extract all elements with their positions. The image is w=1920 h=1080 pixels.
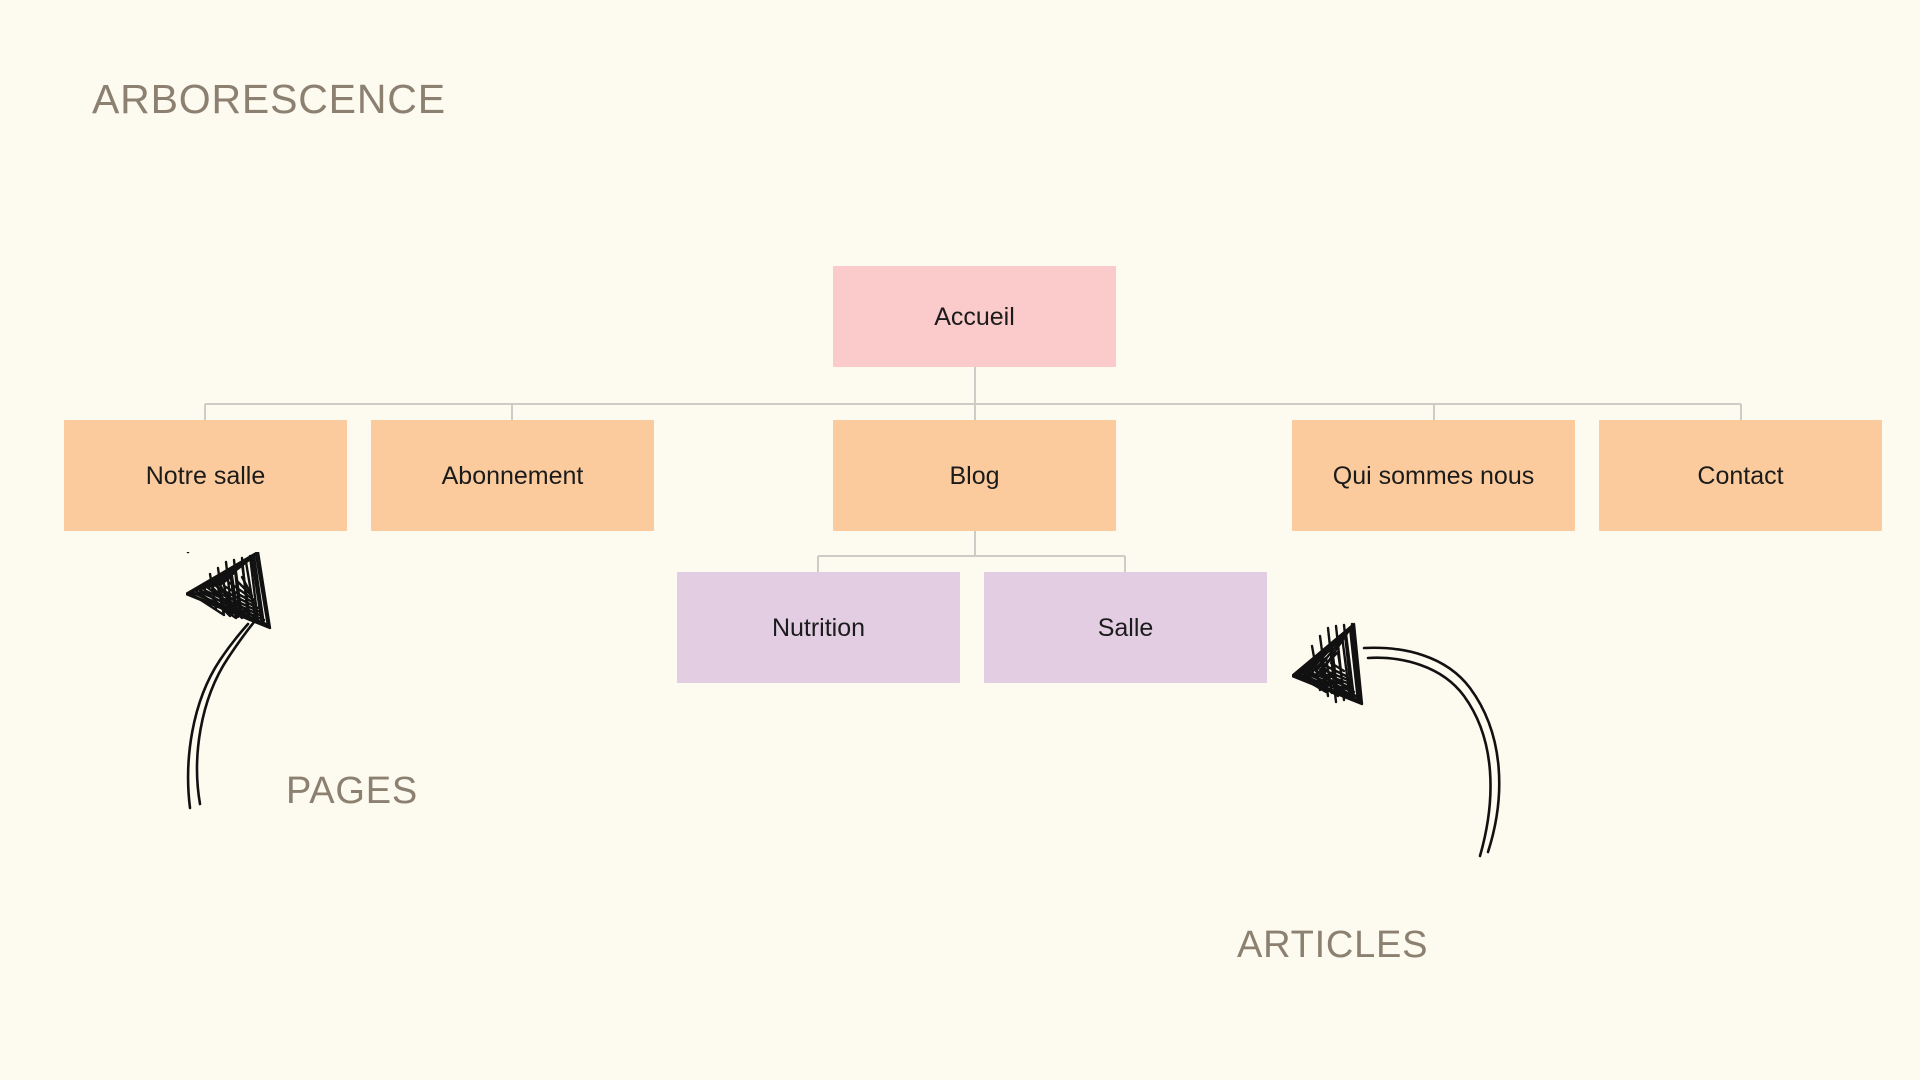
annotation-label-pages: PAGES [286,770,418,812]
tree-node-label: Contact [1697,461,1784,490]
tree-node-blog[interactable]: Blog [833,420,1116,531]
annotation-label-articles: ARTICLES [1237,924,1429,966]
tree-node-label: Notre salle [145,461,266,490]
tree-node-qui-sommes-nous[interactable]: Qui sommes nous [1292,420,1575,531]
tree-node-label: Abonnement [441,461,584,490]
tree-node-label: Qui sommes nous [1332,461,1535,490]
tree-node-salle[interactable]: Salle [984,572,1267,683]
tree-node-contact[interactable]: Contact [1599,420,1882,531]
tree-node-accueil[interactable]: Accueil [833,266,1116,367]
page-title: ARBORESCENCE [92,76,446,122]
tree-node-abonnement[interactable]: Abonnement [371,420,654,531]
tree-node-label: Salle [1097,613,1154,642]
tree-node-notre-salle[interactable]: Notre salle [64,420,347,531]
tree-node-nutrition[interactable]: Nutrition [677,572,960,683]
hand-drawn-arrow-up-left-icon [1292,622,1501,858]
tree-node-label: Blog [949,461,1000,490]
tree-node-label: Nutrition [771,613,866,642]
tree-node-label: Accueil [934,302,1015,331]
